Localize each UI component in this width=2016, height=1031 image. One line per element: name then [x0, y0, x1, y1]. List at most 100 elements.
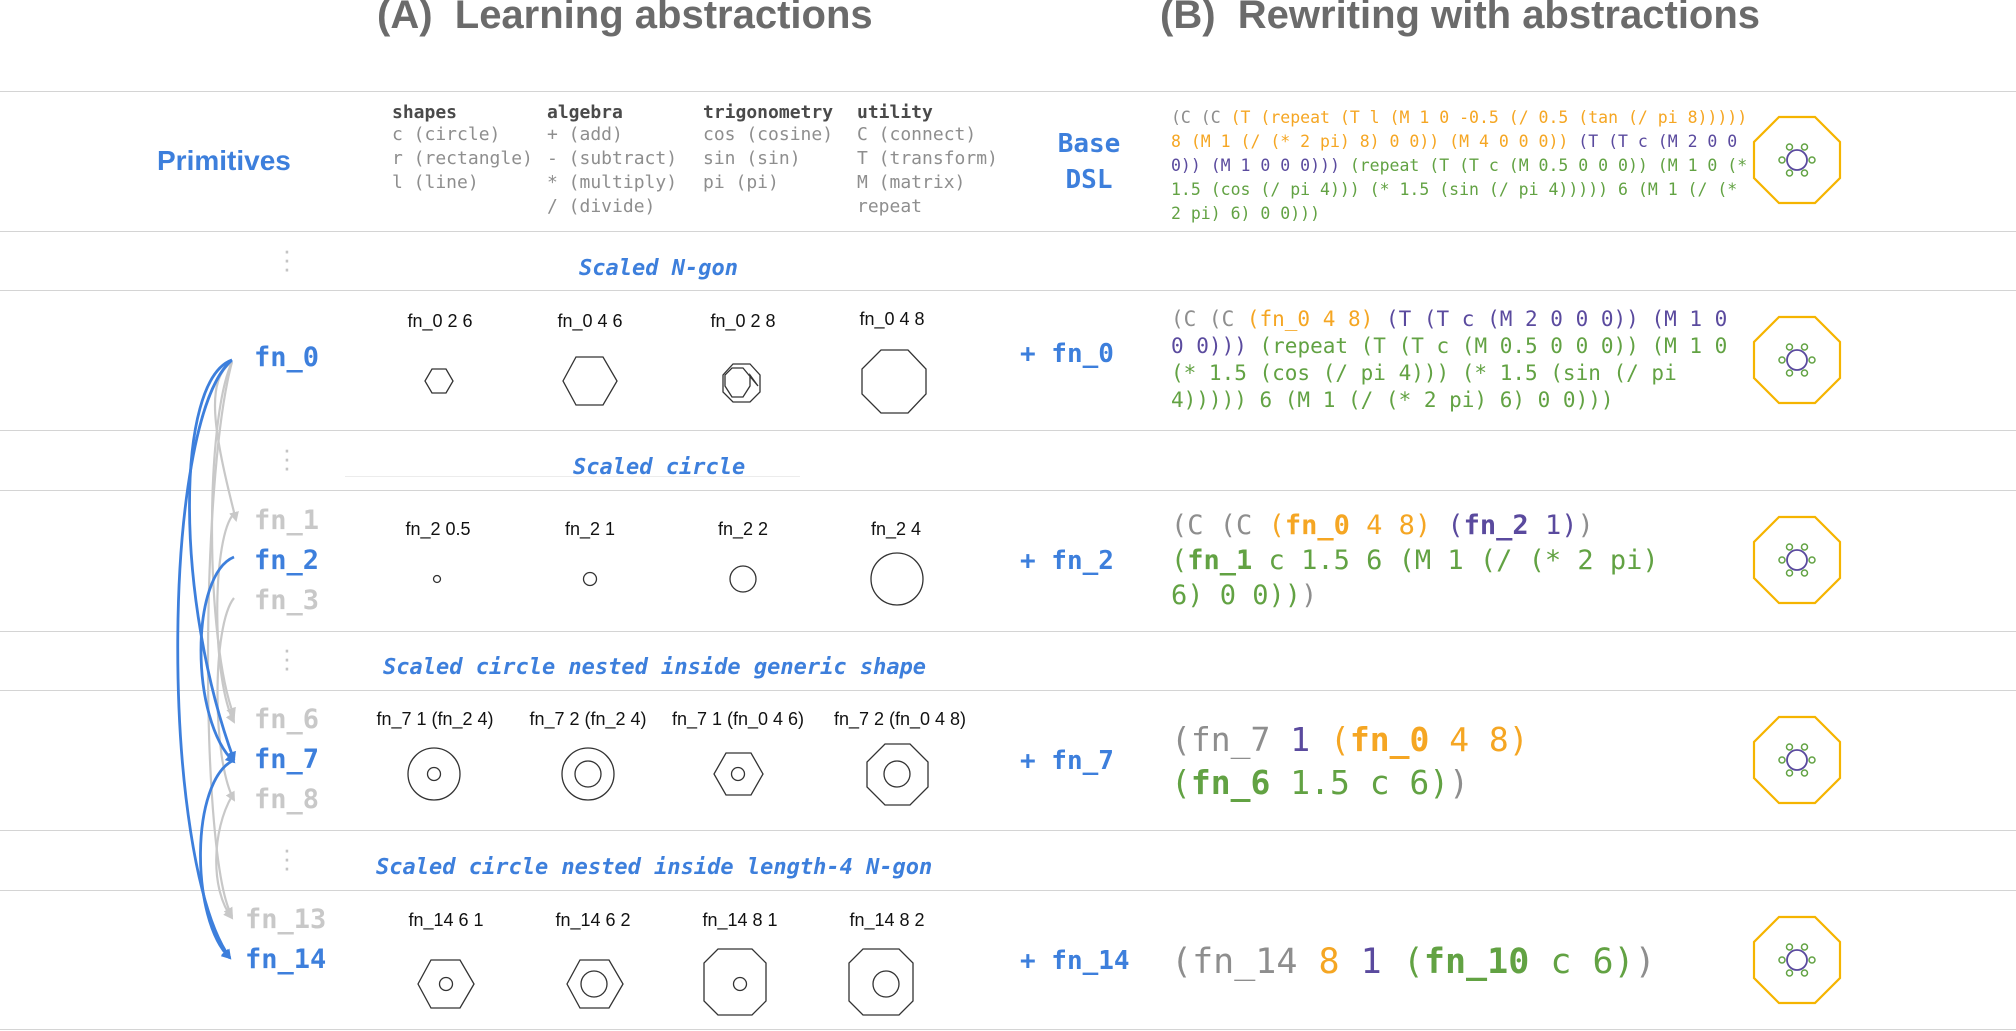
code-segment: (C (C [1171, 510, 1269, 541]
category-utility: utility C (connect) T (transform) M (mat… [857, 102, 998, 219]
octagon-shape [722, 363, 761, 403]
circle-shape [732, 976, 748, 992]
code-segment: fn_0 [1349, 720, 1430, 759]
fn-label-fn-0: fn_0 [254, 342, 320, 373]
code-segment: c 1.5 6 (M 1 (/ (* 2 pi) [1252, 545, 1659, 576]
octagon-shape [724, 367, 759, 398]
divider [0, 490, 2016, 491]
circle-shape [438, 976, 454, 992]
example-label: fn_2 0.5 [405, 519, 471, 539]
circle-shape [561, 747, 615, 801]
divider [0, 430, 2016, 431]
divider [0, 631, 2016, 632]
example-label: fn_7 2 (fn_2 4) [529, 709, 647, 729]
category-item: pi (pi) [703, 172, 779, 193]
code-segment: (repeat (T (T c (M 0.5 0 0 0)) (M 1 0 (* [1349, 156, 1758, 175]
hexagon-shape [713, 752, 764, 796]
code-line: (C (C (fn_0 4 8) (fn_2 1)) [1171, 508, 1659, 543]
circle-shape [729, 565, 757, 593]
base-dsl-line: DSL [1065, 165, 1113, 195]
code-segment: 1 [1360, 942, 1403, 982]
example-label: fn_7 2 (fn_0 4 8) [833, 709, 967, 729]
example-label: fn_14 6 1 [408, 910, 484, 930]
fn-label-fn-2: fn_2 [254, 545, 320, 576]
circle-shape [582, 571, 598, 587]
code-segment: (repeat (T (T c (M 0.5 0 0 0)) (M 1 0 [1259, 334, 1740, 358]
fn-label-fn-8: fn_8 [254, 784, 320, 815]
code-segment: 8 (M 1 (/ (* 2 pi) 8) 0 0)) (M 4 0 0 0)) [1171, 132, 1579, 151]
code-line: 0)) (M 1 0 0 0))) (repeat (T (T c (M 0.5… [1171, 154, 1757, 178]
code-line: (* 1.5 (cos (/ pi 4))) (* 1.5 (sin (/ pi [1171, 360, 1740, 387]
circle-shape [870, 552, 924, 606]
divider [0, 690, 2016, 691]
vertical-ellipsis: ··· [282, 834, 292, 882]
header-rewriting-with-abstractions: (B) Rewriting with abstractions [1160, 0, 1761, 37]
gray-arrow [206, 361, 234, 918]
code-segment: 0)) (M 1 0 0 0))) [1171, 156, 1350, 175]
blue-arrow [199, 555, 236, 764]
octagon-shape [848, 948, 914, 1016]
code-segment: ( [1447, 510, 1464, 541]
code-segment: (T (T c (M 2 0 0 [1578, 132, 1748, 151]
code-segment: 1) [1528, 510, 1578, 541]
code-segment: ) [1577, 510, 1594, 541]
fn-label-fn-3: fn_3 [254, 585, 320, 616]
category-title: algebra [547, 102, 623, 123]
blue-arrow [188, 358, 236, 762]
code-line: 0 0))) (repeat (T (T c (M 0.5 0 0 0)) (M… [1171, 333, 1740, 360]
header-learning-abstractions: (A) Learning abstractions [377, 0, 873, 37]
example-label: fn_0 2 6 [407, 311, 473, 331]
category-item: T (transform) [857, 148, 998, 169]
category-shapes: shapes c (circle) r (rectangle) l (line) [392, 102, 533, 195]
rewritten-code-fn-0: (C (C (fn_0 4 8) (T (T c (M 2 0 0 0)) (M… [1171, 306, 1740, 414]
gray-arrow [216, 515, 235, 724]
code-line: (fn_7 1 (fn_0 4 8) [1171, 718, 1529, 761]
code-segment: 2 pi) 6) 0 0))) [1171, 204, 1321, 223]
rewritten-code-fn-2: (C (C (fn_0 4 8) (fn_2 1))(fn_1 c 1.5 6 … [1171, 508, 1659, 613]
fn-label-fn-7: fn_7 [254, 744, 320, 775]
fn-label-fn-1: fn_1 [254, 505, 320, 536]
category-item: / (divide) [547, 196, 656, 217]
divider [0, 231, 2016, 232]
code-segment: 4))))) 6 (M 1 (/ (* 2 pi) 6) 0 0))) [1171, 388, 1614, 412]
blue-arrow [199, 758, 235, 960]
code-segment: (T (T c (M 2 0 0 0)) (M 1 0 [1385, 307, 1740, 331]
rewritten-code-fn-14: (fn_14 8 1 (fn_10 c 6)) [1171, 940, 1656, 984]
circle-shape [407, 747, 461, 801]
category-item: cos (cosine) [703, 124, 834, 145]
category-item: + (add) [547, 124, 623, 145]
rewrite-label-fn-2: + fn_2 [1020, 546, 1114, 576]
example-label: fn_14 6 2 [555, 910, 631, 930]
divider [345, 476, 800, 477]
circle-shape [574, 760, 602, 788]
example-label: fn_14 8 1 [702, 910, 778, 930]
divider [0, 1029, 2016, 1030]
code-segment: ) [1449, 763, 1470, 802]
code-segment: 1.5 c 6) [1270, 763, 1450, 802]
code-segment: (* 1.5 (cos (/ pi 4))) (* 1.5 (sin (/ pi [1171, 361, 1690, 385]
example-label: fn_0 4 8 [859, 309, 925, 329]
code-segment: 0 0))) [1171, 334, 1260, 358]
code-line: 6) 0 0))) [1171, 578, 1659, 613]
category-item: * (multiply) [547, 172, 678, 193]
category-item: r (rectangle) [392, 148, 533, 169]
rewrite-label-fn-7: + fn_7 [1020, 746, 1114, 776]
fn-label-fn-13: fn_13 [245, 904, 327, 935]
example-label: fn_2 4 [870, 519, 922, 539]
section-title-scaled-n-gon: Scaled N-gon [579, 256, 738, 281]
hexagon-shape [566, 959, 624, 1009]
section-title-scaled-circle: Scaled circle [573, 455, 746, 480]
output-icon [1752, 515, 1842, 605]
example-label: fn_14 8 2 [849, 910, 925, 930]
category-item: l (line) [392, 172, 479, 193]
section-title-nested-length4: Scaled circle nested inside length-4 N-g… [376, 855, 933, 880]
code-segment: fn_2 [1463, 510, 1529, 541]
code-segment: 4 8) [1429, 720, 1529, 759]
hexagon-shape [424, 368, 454, 394]
example-label: fn_2 1 [564, 519, 616, 539]
hexagon-shape [417, 959, 475, 1009]
code-segment: 1 [1290, 720, 1330, 759]
code-segment: (fn_7 [1171, 720, 1291, 759]
output-icon [1752, 115, 1842, 205]
